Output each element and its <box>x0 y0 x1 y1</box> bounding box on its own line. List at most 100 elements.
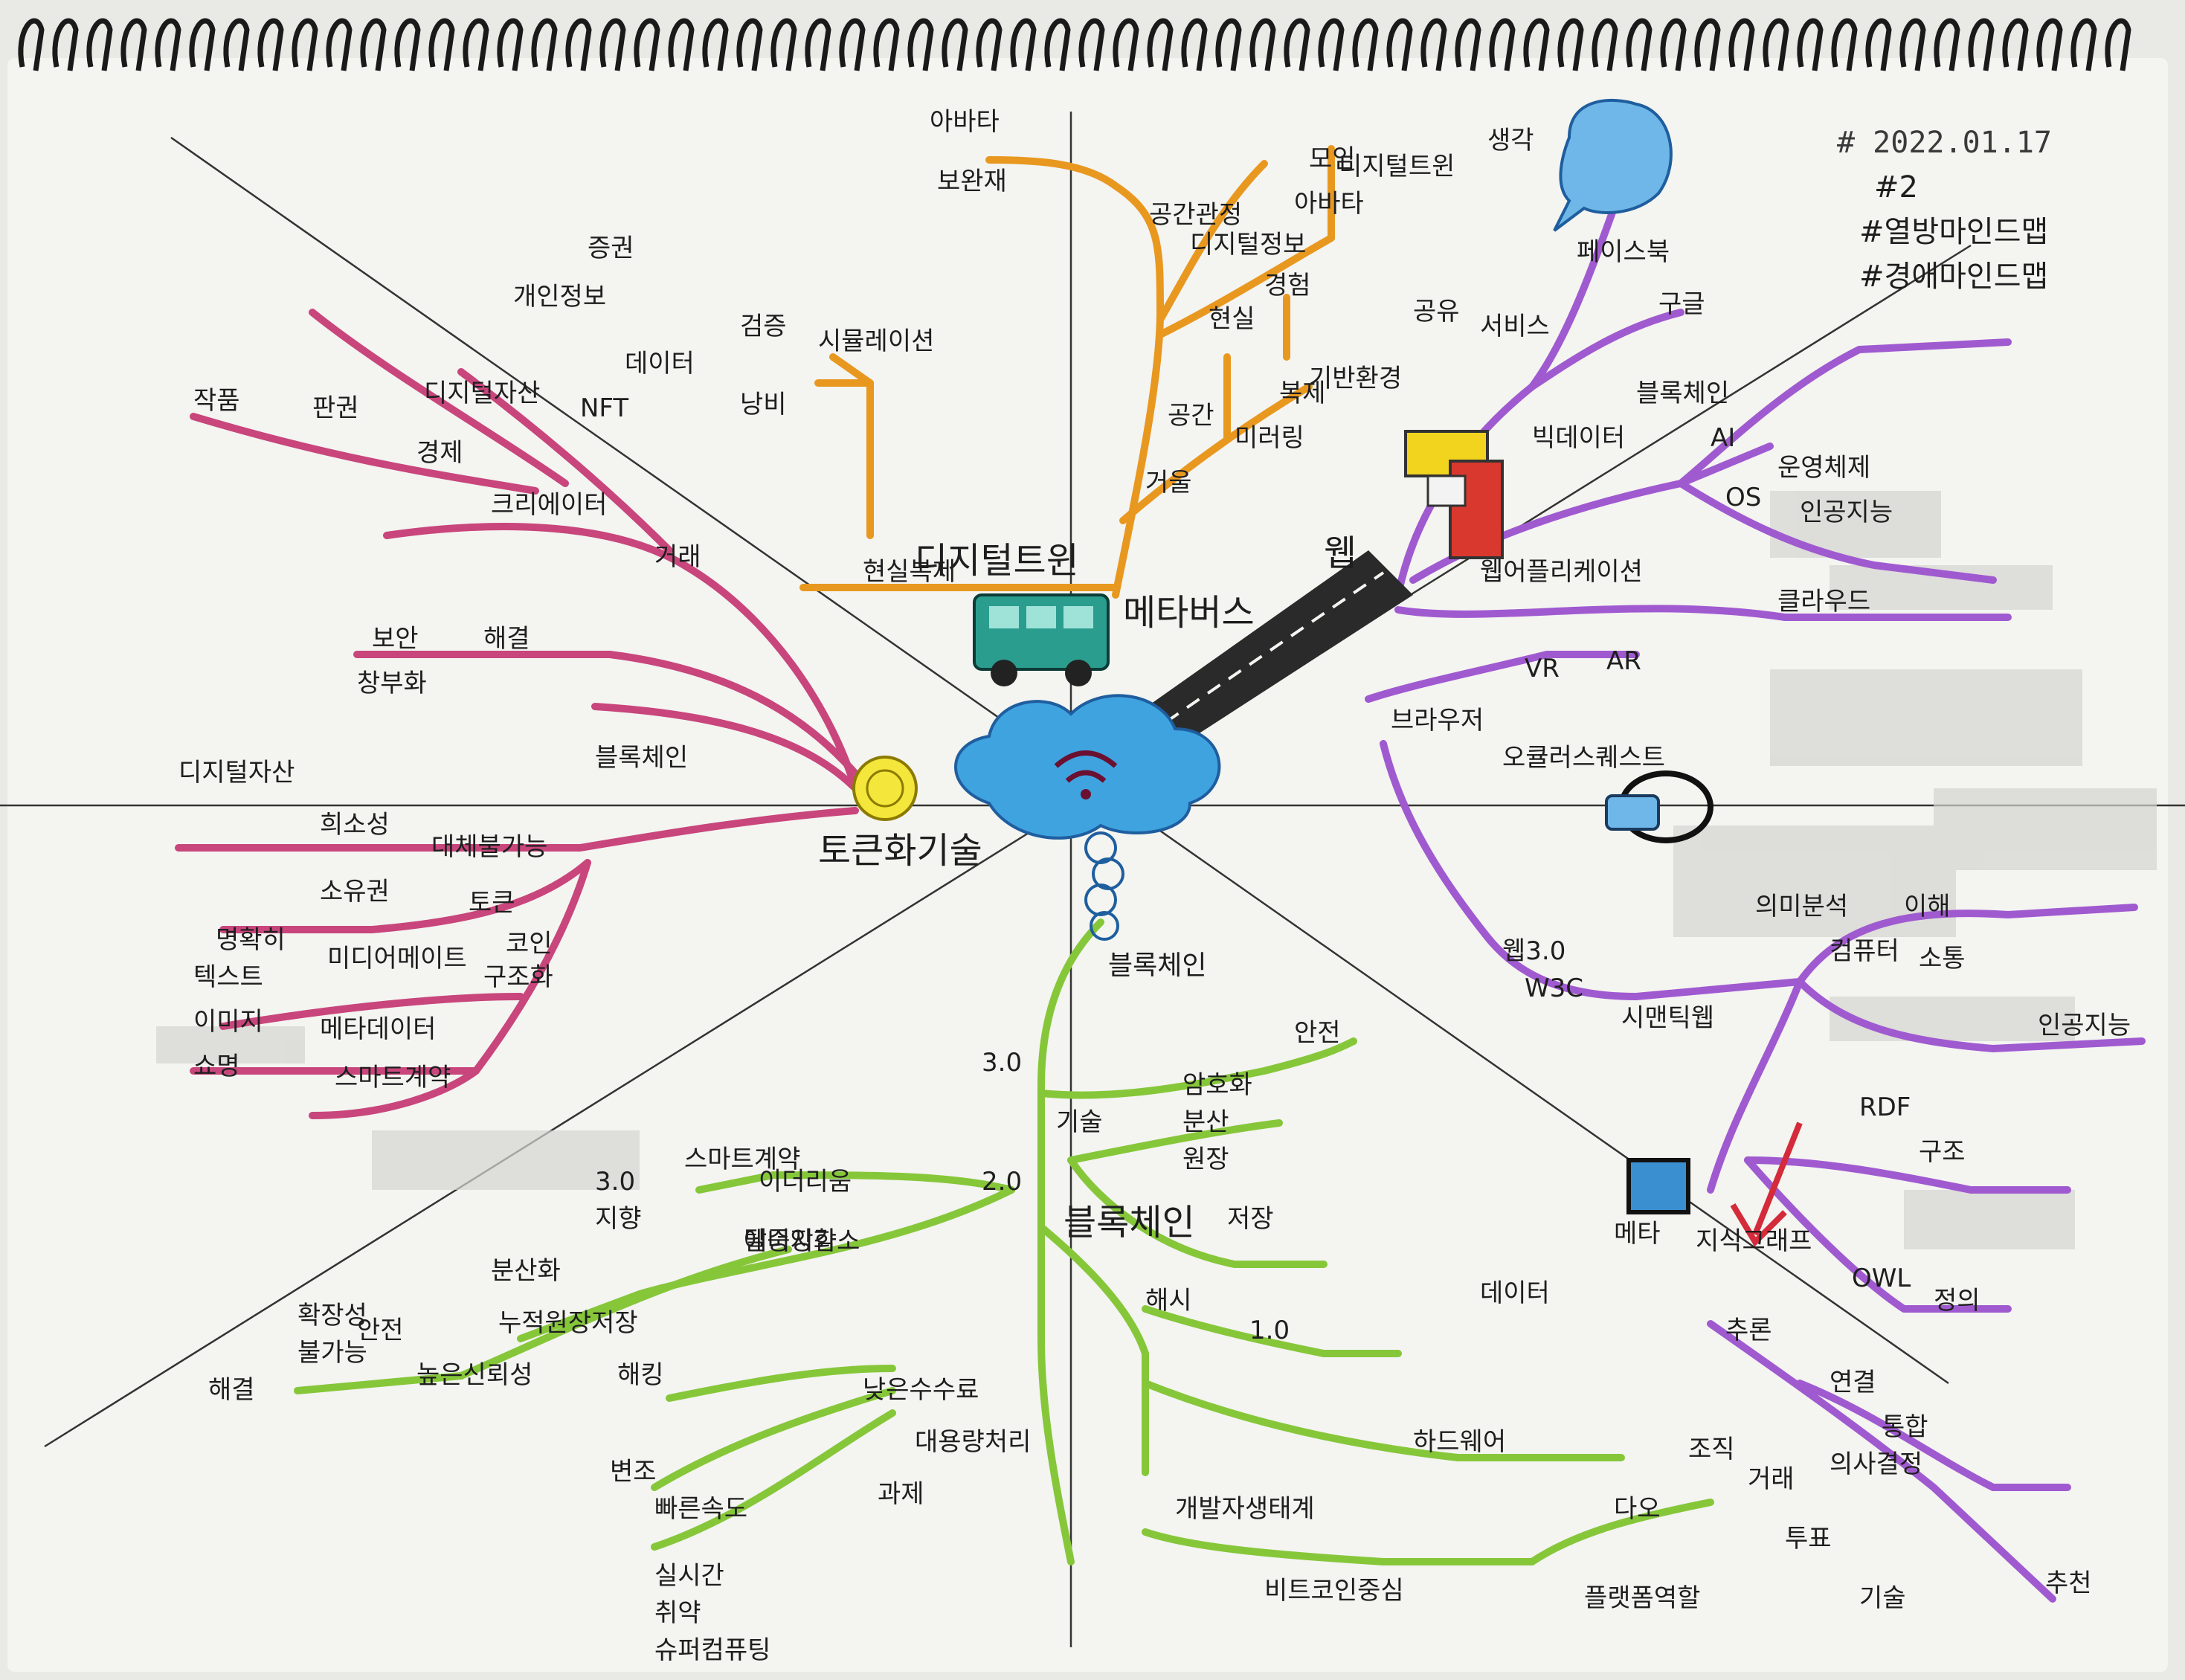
spiral-ring <box>1284 18 1310 71</box>
central-cloud-icon <box>954 694 1221 840</box>
orange-branch-label: 보완재 <box>937 167 1007 196</box>
purple-branch-label: AI <box>1711 423 1735 453</box>
metaverse-bus-icon <box>973 593 1110 686</box>
spiral-binding <box>18 18 2131 71</box>
purple-branch-label: 오큘러스퀘스트 <box>1502 743 1665 773</box>
branch-magenta <box>175 309 859 1119</box>
magenta-branch-label: 텍스트 <box>193 962 263 992</box>
purple-branch-label: 기반환경 <box>1309 364 1402 393</box>
notebook-page <box>7 58 2168 1672</box>
magenta-branch-label: 거래 <box>654 542 701 572</box>
spiral-ring <box>2070 18 2097 71</box>
spiral-ring <box>599 18 626 71</box>
spiral-ring <box>1899 18 1926 71</box>
spiral-ring <box>428 18 455 71</box>
purple-branch-label: 거래 <box>1748 1464 1795 1494</box>
red-arrow-icon <box>1730 1121 1803 1247</box>
orange-branch-label: 낭비 <box>740 390 787 419</box>
branch-green <box>294 918 1714 1565</box>
green-branch-label: 저장 <box>1227 1204 1274 1234</box>
spiral-ring <box>2036 18 2063 71</box>
spiral-ring <box>497 18 524 71</box>
spiral-ring <box>1934 18 1960 71</box>
magenta-branch-label: 디지털자산 <box>178 758 295 788</box>
speech-bubble-icon <box>1553 98 1673 232</box>
green-branch-label: 3.0 <box>982 1048 1022 1078</box>
purple-branch-label: 소통 <box>1919 944 1966 973</box>
purple-branch-label: 지식그래프 <box>1696 1226 1812 1256</box>
green-branch-label: 지향 <box>595 1204 642 1234</box>
spiral-ring <box>326 18 353 71</box>
orange-branch-label: 디지털트윈 <box>1339 152 1455 181</box>
spiral-ring <box>1181 18 1208 71</box>
spiral-ring <box>1420 18 1447 71</box>
green-branch-label: 해킹 <box>617 1360 664 1390</box>
purple-branch-label: 연결 <box>1830 1368 1876 1397</box>
magenta-branch-label: 코인 <box>506 929 553 959</box>
green-branch-label: 낮은수수료 <box>863 1375 979 1405</box>
spiral-ring <box>1660 18 1687 71</box>
orange-branch-label: 복제 <box>1279 379 1326 408</box>
purple-branch-label: 클라우드 <box>1777 587 1870 617</box>
magenta-branch-label: 디지털자산 <box>424 379 540 408</box>
spiral-ring <box>1455 18 1481 71</box>
spiral-ring <box>1592 18 1618 71</box>
spiral-ring <box>1147 18 1174 71</box>
magenta-branch-label: 판권 <box>312 393 359 423</box>
spiral-ring <box>1557 18 1584 71</box>
purple-branch-label: 통합 <box>1882 1412 1928 1442</box>
green-branch-label: 취약 <box>654 1598 701 1628</box>
spiral-ring <box>1831 18 1858 71</box>
green-branch-label: 실시간 <box>654 1561 724 1591</box>
purple-branch-label: 웹어플리케이션 <box>1480 557 1643 587</box>
green-branch-label: 안전 <box>357 1316 404 1345</box>
tag-3: #경애마인드맵 <box>1859 260 2048 294</box>
purple-branch-label: 의미분석 <box>1755 892 1848 921</box>
purple-branch-label: 다오 <box>1614 1494 1661 1524</box>
purple-branch-label: 블록체인 <box>1636 379 1729 408</box>
green-branch-label: 원장 <box>1182 1145 1229 1174</box>
purple-labels: 생각공유기반환경서비스페이스북구글빅데이터블록체인AIOS운영체제인공지능클라우… <box>1309 126 2131 1613</box>
hub-green: 블록체인 <box>1063 1202 1195 1243</box>
spiral-ring <box>1113 18 1139 71</box>
hub-magenta: 토큰화기술 <box>818 830 982 872</box>
hub-purple: 웹 <box>1324 532 1357 574</box>
green-branch-label: 스마트계약 <box>684 1145 800 1174</box>
spiral-ring <box>463 18 489 71</box>
purple-branch-label: VR <box>1525 654 1560 683</box>
magenta-branch-label: 소유권 <box>320 877 390 907</box>
green-branch-label: 해시 <box>1145 1286 1192 1316</box>
purple-branch-label: 페이스북 <box>1577 237 1670 267</box>
spiral-ring <box>736 18 763 71</box>
spiral-ring <box>52 18 79 71</box>
spiral-ring <box>873 18 900 71</box>
magenta-branch-label: 메타데이터 <box>320 1014 436 1044</box>
orange-branch-label: 디지털정보 <box>1190 230 1306 260</box>
green-branch-label: 확장성 <box>297 1301 367 1330</box>
purple-branch-label: 인공지능 <box>1800 498 1893 527</box>
purple-branch-label: 인공지능 <box>2038 1011 2131 1040</box>
robot-icon <box>1404 430 1504 559</box>
spiral-ring <box>1865 18 1892 71</box>
erased-patches <box>156 491 2157 1249</box>
spiral-ring <box>1626 18 1653 71</box>
orange-labels: 아바타보완재공간관정디지털정보모임아바타디지털트윈경험현실복제공간미러링시뮬레이… <box>740 107 1455 587</box>
purple-branch-label: 메타 <box>1614 1219 1661 1249</box>
green-branch-label: 대용량처리 <box>915 1427 1031 1457</box>
magenta-branch-label: 토큰 <box>469 888 515 918</box>
green-branch-label: 안전 <box>1294 1018 1341 1048</box>
spiral-ring <box>634 18 660 71</box>
orange-branch-label: 모임 <box>1309 144 1356 174</box>
green-branch-label: 변조 <box>610 1457 657 1487</box>
purple-branch-label: 추천 <box>2045 1568 2092 1598</box>
purple-branch-label: 플랫폼역할 <box>1584 1583 1700 1613</box>
purple-branch-label: 이해 <box>1904 892 1951 921</box>
orange-branch-label: 경험 <box>1264 271 1311 300</box>
spiral-ring <box>1352 18 1379 71</box>
spiral-ring <box>223 18 250 71</box>
spiral-ring <box>1078 18 1105 71</box>
branch-orange <box>799 145 1335 599</box>
green-branch-label: 탈중앙화 <box>744 1226 837 1256</box>
hub-orange: 디지털트윈 <box>915 540 1079 582</box>
